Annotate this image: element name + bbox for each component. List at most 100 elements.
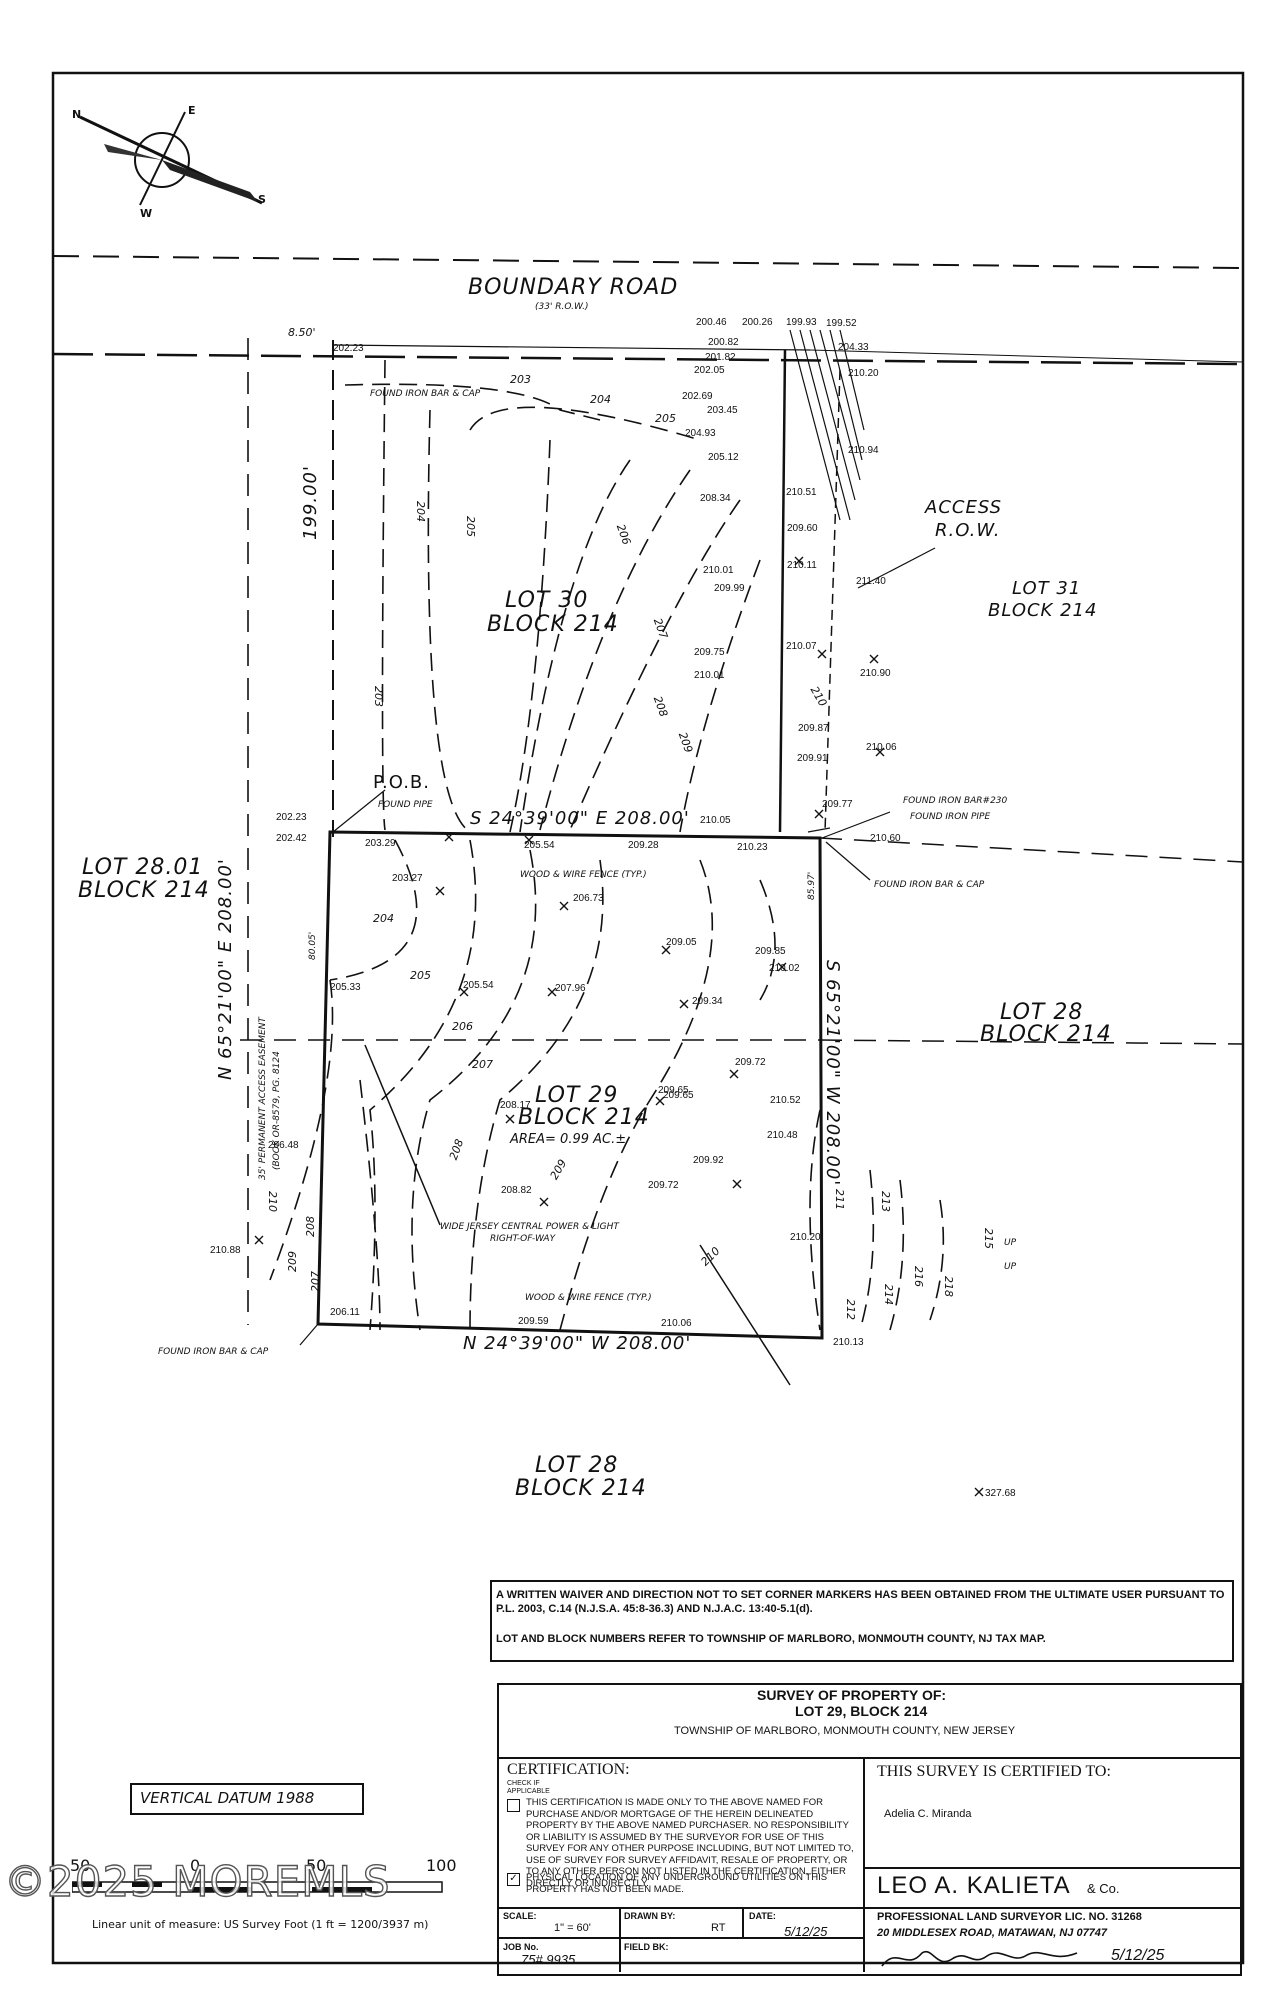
spot-elevation: 205.33 <box>330 982 361 993</box>
survey-lot: LOT 29, BLOCK 214 <box>795 1703 928 1719</box>
spot-elevation: 210.60 <box>870 833 901 844</box>
road-name: BOUNDARY ROAD <box>468 275 679 300</box>
compass-n: N <box>72 108 82 121</box>
spot-elevation: 200.46 <box>696 317 727 328</box>
spot-elevation: 210.94 <box>848 445 879 456</box>
spot-elevation: 205.12 <box>708 452 739 463</box>
scale-tick: 50 <box>70 1856 91 1875</box>
spot-elevation: 206.73 <box>573 893 604 904</box>
contour-label: 213 <box>879 1191 892 1212</box>
spot-elevation: 208.17 <box>500 1100 531 1111</box>
scale-tick: 50 <box>306 1856 327 1875</box>
up-label-2: UP <box>1004 1262 1017 1272</box>
bearing-east: S 65°21'00" W 208.00' <box>822 960 843 1187</box>
spot-elevation: 199.93 <box>786 317 817 328</box>
contour-label: 205 <box>464 516 477 537</box>
vertical-datum: VERTICAL DATUM 1988 <box>140 1789 315 1807</box>
certified-name: Adelia C. Miranda <box>884 1808 972 1820</box>
spot-elevation: 210.11 <box>787 560 817 571</box>
spot-elevation: 208.34 <box>700 493 731 504</box>
contour-lines <box>269 359 945 1331</box>
sheet-border <box>51 71 1245 1965</box>
certified-to-heading: THIS SURVEY IS CERTIFIED TO: <box>877 1763 1111 1780</box>
contour-label: 204 <box>414 501 427 522</box>
spot-elevation: 209.65 <box>658 1085 689 1096</box>
job-label: JOB No. <box>503 1942 539 1952</box>
found-iron-bar-230: FOUND IRON BAR#230 <box>903 796 1008 806</box>
physical-checkbox[interactable]: ✓ <box>507 1873 520 1886</box>
survey-of-label: SURVEY OF PROPERTY OF: <box>757 1687 947 1703</box>
lot28-right-block: BLOCK 214 <box>980 1022 1112 1047</box>
spot-elevation: 210.13 <box>833 1337 864 1348</box>
lot30-block: BLOCK 214 <box>487 612 619 637</box>
spot-elevation: 203.29 <box>365 838 396 849</box>
firm-name: LEO A. KALIETA <box>877 1872 1071 1899</box>
slope-hatch <box>789 329 865 521</box>
waiver-note: A WRITTEN WAIVER AND DIRECTION NOT TO SE… <box>496 1589 1225 1615</box>
contour-label: 216 <box>912 1266 925 1287</box>
lot28-bottom-block: BLOCK 214 <box>515 1476 647 1501</box>
surveyor-signature <box>881 1950 1078 1967</box>
spot-elevation: 210.20 <box>848 368 879 379</box>
cert-checkbox[interactable] <box>507 1799 520 1812</box>
spot-elevation: 209.59 <box>518 1316 549 1327</box>
power-row-line <box>364 1044 441 1226</box>
spot-elevation: 211.40 <box>856 576 886 587</box>
contour-label: 218 <box>942 1276 955 1297</box>
township-line: TOWNSHIP OF MARLBORO, MONMOUTH COUNTY, N… <box>674 1725 1016 1737</box>
found-iron-bar-cap-bottom: FOUND IRON BAR & CAP <box>158 1347 269 1357</box>
offset-west: 80.05' <box>308 931 318 960</box>
contour-label: 204 <box>373 912 394 925</box>
scale-tick: 0 <box>190 1856 201 1875</box>
spot-elevation: 210.01 <box>694 670 725 681</box>
lot28-right-label: LOT 28 <box>1000 1000 1084 1025</box>
scale-caption: Linear unit of measure: US Survey Foot (… <box>92 1918 429 1931</box>
north-arrow-icon <box>79 111 263 206</box>
spot-elevation: 200.82 <box>708 337 739 348</box>
found-iron-bar-cap-right: FOUND IRON BAR & CAP <box>874 880 985 890</box>
contour-label: 205 <box>655 412 676 425</box>
contour-label: 203 <box>510 373 531 386</box>
spot-elevation: 209.60 <box>787 523 818 534</box>
check-if-label: CHECK IF <box>507 1780 540 1787</box>
lot29-block: BLOCK 214 <box>518 1105 650 1130</box>
scale-tick: 100 <box>426 1856 457 1875</box>
scale-label: SCALE: <box>503 1911 537 1921</box>
lot-block-note: LOT AND BLOCK NUMBERS REFER TO TOWNSHIP … <box>496 1633 1046 1645</box>
spot-elevation: 210.06 <box>866 742 897 753</box>
spot-elevation: 327.68 <box>985 1488 1016 1499</box>
applicable-label: APPLICABLE <box>507 1788 550 1795</box>
spot-elevation: 209.65 <box>663 1090 694 1101</box>
spot-elevation: 209.85 <box>755 946 786 957</box>
spot-elevation: 209.72 <box>735 1057 766 1068</box>
lot29-area: AREA= 0.99 AC.± <box>510 1132 627 1147</box>
spot-elevation: 209.72 <box>648 1180 679 1191</box>
cert-text: THIS CERTIFICATION IS MADE ONLY TO THE A… <box>526 1797 854 1889</box>
pob-label: P.O.B. <box>373 772 431 793</box>
vertical-datum-box: VERTICAL DATUM 1988 <box>130 1783 364 1815</box>
job-value: 75# 9935 <box>521 1952 576 1967</box>
spot-elevation: 206.11 <box>330 1307 360 1318</box>
spot-elevation: 210.51 <box>786 487 817 498</box>
contour-label: 210 <box>266 1191 279 1212</box>
spot-elevation: 210.88 <box>210 1245 241 1256</box>
watermark: ©2025 MOREMLS <box>3 1856 391 1906</box>
drawn-by-value: RT <box>711 1922 726 1934</box>
spot-elevation: 202.05 <box>694 365 725 376</box>
spot-elevation: 203.27 <box>392 873 423 884</box>
spot-elevation: 210.05 <box>700 815 731 826</box>
compass-e: E <box>188 104 196 117</box>
spot-elevation: 205.54 <box>463 980 494 991</box>
fence-label-bottom: WOOD & WIRE FENCE (TYP.) <box>525 1293 652 1303</box>
spot-elevation: 210.01 <box>703 565 734 576</box>
found-pipe: FOUND PIPE <box>378 800 433 810</box>
lot28-bottom-label: LOT 28 <box>535 1453 619 1478</box>
spot-elevation: 210.52 <box>770 1095 801 1106</box>
spot-elevation: 209.91 <box>797 753 828 764</box>
spot-elevation: 200.26 <box>742 317 773 328</box>
easement-label-2: (BOOK OR-8579, PG. 8124 <box>272 1051 282 1170</box>
spot-elevation: 209.92 <box>693 1155 724 1166</box>
drawn-by-label: DRAWN BY: <box>624 1911 676 1921</box>
contour-label: 205 <box>410 969 431 982</box>
bearing-north: S 24°39'00" E 208.00' <box>470 808 690 829</box>
